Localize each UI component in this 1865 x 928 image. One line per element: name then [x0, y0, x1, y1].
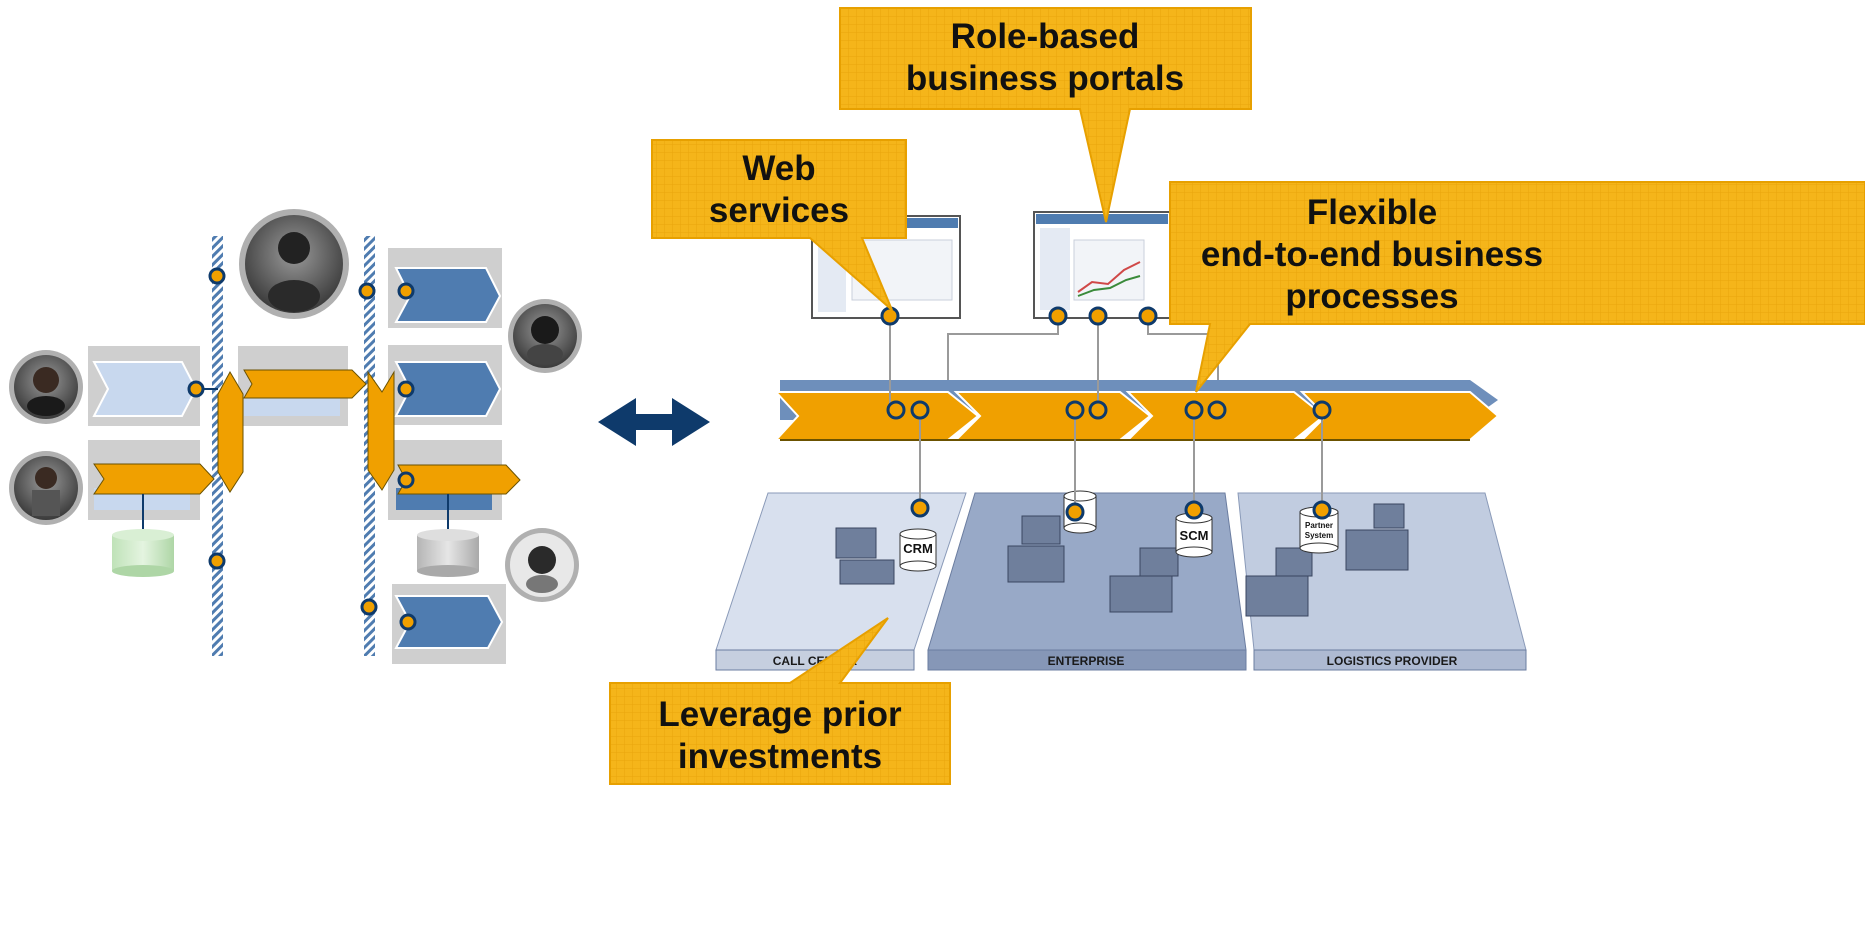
process-flow-arrow [243, 369, 367, 399]
database-icon [112, 529, 174, 577]
callout-flexible-processes: Flexible end-to-end business processes [1169, 181, 1865, 393]
system-label-scm: SCM [1180, 528, 1209, 543]
person-photo-icon [508, 299, 582, 373]
person-photo-icon [9, 451, 83, 525]
callout-leverage-investments: Leverage prior investments [609, 617, 951, 785]
callout-role-based-portals: Role-based business portals [839, 7, 1252, 223]
callout-leverage-line2: investments [678, 737, 882, 776]
system-label-partner: System [1305, 531, 1333, 540]
process-flow-arrow-vertical [217, 370, 244, 493]
callout-leverage-line1: Leverage prior [658, 695, 902, 734]
zone-label-enterprise: ENTERPRISE [1048, 654, 1125, 668]
system-label-crm: CRM [903, 541, 933, 556]
callout-web-line1: Web [742, 149, 815, 188]
connection-dots [880, 306, 1332, 522]
left-process-diagram [9, 209, 582, 664]
zone-label-logistics: LOGISTICS PROVIDER [1327, 654, 1458, 668]
callout-portals-line1: Role-based [951, 17, 1140, 56]
callout-web-services: Web services [651, 139, 907, 311]
workstation-icon [835, 503, 1409, 617]
person-photo-icon [505, 528, 579, 602]
portal-screen-icon [1033, 211, 1171, 319]
double-headed-arrow-icon [598, 398, 710, 446]
callout-portals-line2: business portals [906, 59, 1184, 98]
person-photo-icon [9, 350, 83, 424]
step-box-light [244, 396, 340, 416]
process-flow-arrow [93, 463, 215, 495]
callout-flexible-line3: processes [1285, 277, 1458, 316]
process-backbone [773, 391, 1500, 441]
database-icon: SCM [1175, 512, 1213, 558]
callout-flexible-line1: Flexible [1307, 193, 1437, 232]
system-label-partner: Partner [1305, 521, 1333, 530]
database-icon: CRM [899, 528, 937, 572]
callout-web-line2: services [709, 191, 849, 230]
person-photo-icon [239, 209, 349, 319]
process-flow-arrow [397, 464, 521, 495]
process-flow-arrow-vertical [367, 370, 395, 491]
connection-dots [187, 267, 417, 631]
process-step-chevron-light [92, 361, 198, 417]
callout-flexible-line2: end-to-end business [1201, 235, 1543, 274]
database-icon [417, 529, 479, 577]
